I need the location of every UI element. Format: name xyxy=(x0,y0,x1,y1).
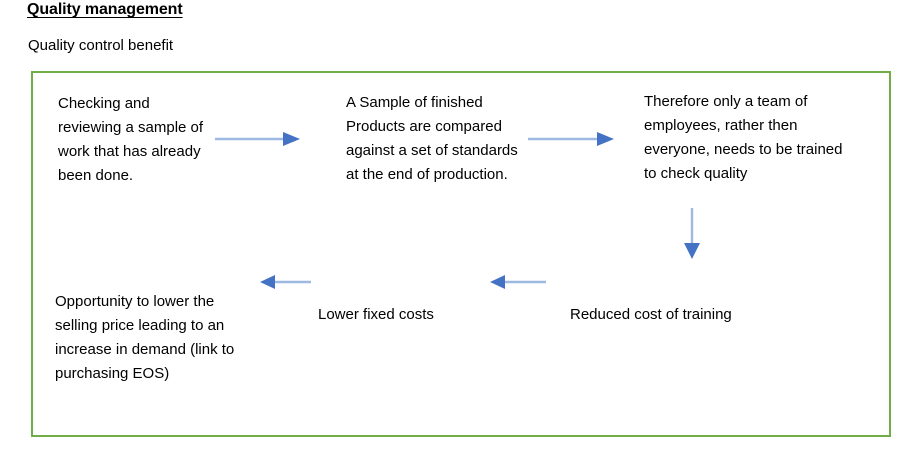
diagram-container xyxy=(31,71,891,437)
diagram-node-checking: Checking and reviewing a sample of work … xyxy=(58,95,204,184)
diagram-node-lower-fixed-costs: Lower fixed costs xyxy=(318,306,434,323)
page-title: Quality management xyxy=(27,1,183,18)
diagram-node-therefore: Therefore only a team of employees, rath… xyxy=(644,93,843,182)
diagram-node-sample: A Sample of finished Products are compar… xyxy=(346,94,518,183)
diagram-node-opportunity: Opportunity to lower the selling price l… xyxy=(55,293,235,382)
diagram-node-reduced-cost-of-training: Reduced cost of training xyxy=(570,306,732,323)
page-subtitle: Quality control benefit xyxy=(28,37,174,54)
